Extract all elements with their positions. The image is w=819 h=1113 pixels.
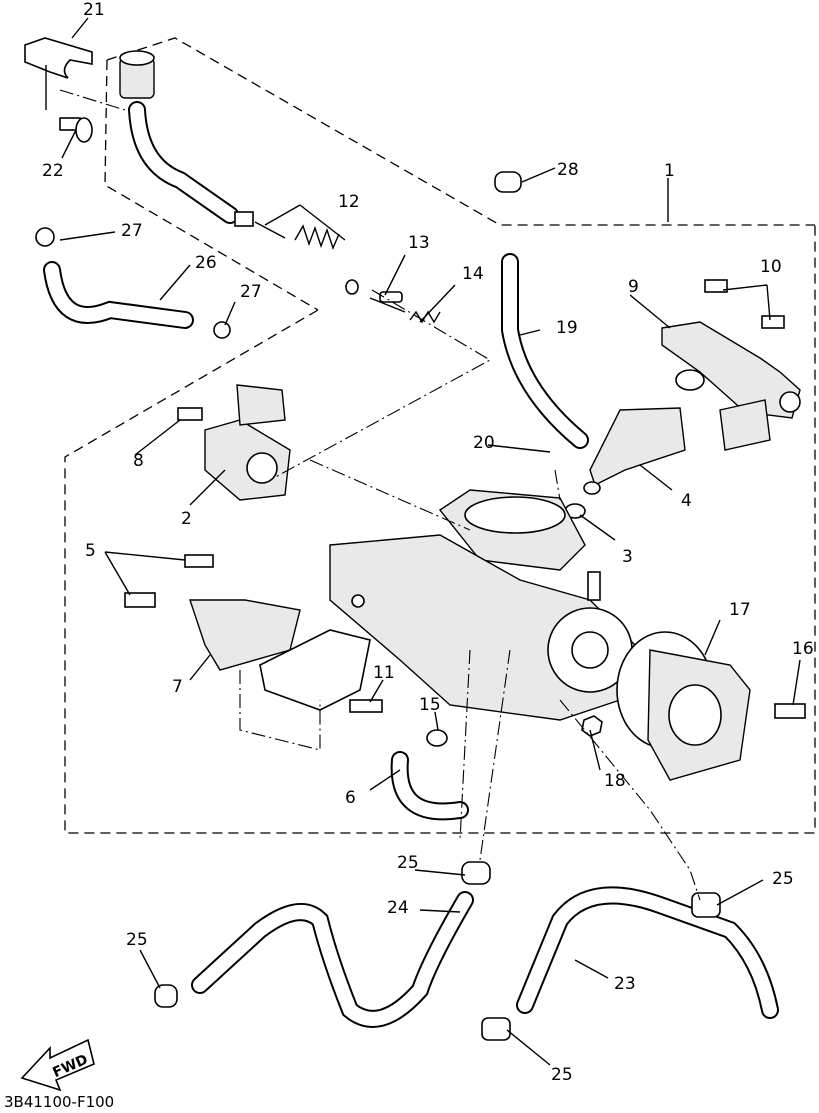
callout-4: 4 [681,491,692,511]
callout-27b: 27 [240,282,262,302]
sensor-cap-part [119,50,239,224]
callout-17: 17 [729,600,751,620]
spring-set-part [234,211,441,324]
drawing-code: 3B41100-F100 [4,1093,115,1111]
callout-1: 1 [664,161,675,181]
callout-26: 26 [195,253,217,273]
callout-25b: 25 [772,869,794,889]
callout-25a: 25 [397,853,419,873]
subassembly-boundary-main [64,225,816,834]
callout-7: 7 [172,677,183,697]
callout-22: 22 [42,161,64,181]
callout-16: 16 [792,639,814,659]
callout-13: 13 [408,233,430,253]
hose-clamp-part [494,171,589,449]
callout-20: 20 [473,433,495,453]
cover-part [426,631,806,781]
callout-18: 18 [604,771,626,791]
callout-11: 11 [373,663,395,683]
forward-arrow-icon: FWD [20,1038,95,1092]
callout-2: 2 [181,509,192,529]
alignment-lines [59,89,701,901]
callout-6: 6 [345,788,356,808]
lower-hoses-part [154,751,779,1041]
callout-8: 8 [133,451,144,471]
callout-9: 9 [628,277,639,297]
throttle-body-part [329,489,641,721]
callout-15: 15 [419,695,441,715]
callout-5: 5 [85,541,96,561]
bracket-part [124,554,383,713]
throttle-position-sensor-part [177,384,291,501]
callout-23: 23 [614,974,636,994]
callout-25c: 25 [126,930,148,950]
callout-10: 10 [760,257,782,277]
callout-3: 3 [622,547,633,567]
bolt-part [59,117,93,143]
callout-24: 24 [387,898,409,918]
leader-lines [59,17,801,1066]
vacuum-hose-part [35,227,231,339]
callout-19: 19 [556,318,578,338]
callout-14: 14 [462,264,484,284]
fuel-rail-part [661,279,801,451]
callout-27a: 27 [121,221,143,241]
clip-part [24,37,93,110]
callout-12: 12 [338,192,360,212]
callout-28: 28 [557,160,579,180]
subassembly-boundary-upper [104,37,815,311]
fuel-injector-part [564,407,686,519]
callout-25d: 25 [551,1065,573,1085]
callout-21: 21 [83,0,105,20]
